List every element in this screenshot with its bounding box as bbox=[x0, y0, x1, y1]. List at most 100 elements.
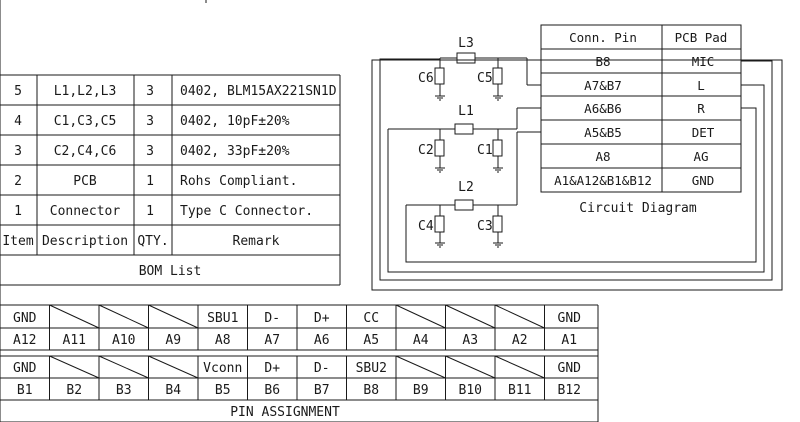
capacitor-c3 bbox=[492, 215, 503, 233]
bom-header-remark: Remark bbox=[233, 234, 280, 249]
pin-signal-label: CC bbox=[363, 311, 379, 326]
pin-number-label: A8 bbox=[215, 333, 231, 348]
return-traces bbox=[379, 58, 773, 281]
pin-number-label: A10 bbox=[112, 333, 135, 348]
pin-signal-label: D- bbox=[314, 361, 330, 376]
inductor-l2 bbox=[454, 199, 474, 211]
pin-number-label: B4 bbox=[165, 383, 181, 398]
bom-item: 4 bbox=[14, 114, 22, 129]
circuit-diagram: Conn. Pin PCB Pad B8 MIC A7&B7 L A6&B6 R… bbox=[371, 24, 783, 291]
pin-unused-slash bbox=[49, 355, 100, 379]
pin-signal-label: GND bbox=[13, 311, 37, 326]
bom-description: C2,C4,C6 bbox=[54, 144, 117, 159]
pin-signal-label: D- bbox=[264, 311, 280, 326]
conn-pad: AG bbox=[693, 149, 708, 164]
label-l2: L2 bbox=[458, 180, 474, 195]
l3-branch: L3 C6 C5 bbox=[418, 36, 541, 101]
label-l3: L3 bbox=[458, 36, 474, 51]
conn-header-pad: PCB Pad bbox=[675, 30, 728, 45]
bom-qty: 3 bbox=[146, 144, 154, 159]
bom-remark: 0402, 10pF±20% bbox=[180, 114, 290, 129]
label-c3: C3 bbox=[477, 219, 493, 234]
bom-qty: 1 bbox=[146, 174, 154, 189]
pin-number-label: B11 bbox=[508, 383, 531, 398]
pin-number-label: A12 bbox=[13, 333, 36, 348]
capacitor-c5 bbox=[492, 67, 503, 85]
conn-pin: A8 bbox=[595, 149, 610, 164]
pin-signal-label: GND bbox=[558, 361, 582, 376]
pin-unused-slash bbox=[98, 304, 149, 329]
bom-qty: 3 bbox=[146, 114, 154, 129]
pin-number-label: B3 bbox=[116, 383, 132, 398]
pin-number-label: B8 bbox=[363, 383, 379, 398]
conn-pad: GND bbox=[692, 173, 715, 188]
pin-signal-label: GND bbox=[558, 311, 582, 326]
pin-number-label: A3 bbox=[462, 333, 478, 348]
pin-signal-label: D+ bbox=[314, 311, 330, 326]
conn-pad: DET bbox=[692, 125, 715, 140]
capacitor-c1 bbox=[492, 139, 503, 157]
bom-item: 2 bbox=[14, 174, 22, 189]
conn-pin: A6&B6 bbox=[584, 101, 622, 116]
pin-unused-slash bbox=[445, 304, 496, 329]
bom-item: 1 bbox=[14, 204, 22, 219]
pin-unused-slash bbox=[494, 355, 545, 379]
pin-number-label: B5 bbox=[215, 383, 231, 398]
label-c5: C5 bbox=[477, 71, 493, 86]
label-c2: C2 bbox=[418, 143, 434, 158]
l1-branch: L1 C2 C1 bbox=[388, 104, 541, 173]
pin-unused-slash bbox=[395, 355, 446, 379]
pin-number-label: A7 bbox=[264, 333, 280, 348]
pin-unused-slash bbox=[148, 355, 199, 379]
pin-number-label: B1 bbox=[17, 383, 33, 398]
bom-header-item: Item bbox=[2, 234, 33, 249]
conn-pad: MIC bbox=[692, 54, 715, 69]
pin-unused-slash bbox=[445, 355, 496, 379]
label-c4: C4 bbox=[418, 219, 434, 234]
bom-remark: Rohs Compliant. bbox=[180, 174, 297, 189]
inductor-l3 bbox=[456, 52, 476, 64]
connection-table: Conn. Pin PCB Pad B8 MIC A7&B7 L A6&B6 R… bbox=[540, 24, 742, 193]
pin-signal-label: Vconn bbox=[203, 361, 242, 376]
pin-signal-label: GND bbox=[13, 361, 37, 376]
pin-signal-label: SBU1 bbox=[207, 311, 238, 326]
pin-number-label: A11 bbox=[63, 333, 86, 348]
conn-pad: L bbox=[697, 78, 705, 93]
bom-qty: 1 bbox=[146, 204, 154, 219]
conn-pin: A5&B5 bbox=[584, 125, 622, 140]
pin-unused-slash bbox=[49, 304, 100, 329]
pin-number-label: A2 bbox=[512, 333, 528, 348]
inductor-l1 bbox=[454, 123, 474, 135]
bom-item: 3 bbox=[14, 144, 22, 159]
label-c6: C6 bbox=[418, 71, 434, 86]
label-l1: L1 bbox=[458, 104, 474, 119]
pin-number-label: B10 bbox=[459, 383, 482, 398]
pin-number-label: A5 bbox=[363, 333, 379, 348]
circuit-caption: Circuit Diagram bbox=[579, 201, 697, 216]
capacitor-c4 bbox=[434, 215, 445, 233]
pin-unused-slash bbox=[148, 304, 199, 329]
bom-title: BOM List bbox=[139, 264, 202, 279]
conn-pin: B8 bbox=[595, 54, 610, 69]
pin-number-label: A1 bbox=[561, 333, 577, 348]
bom-description: L1,L2,L3 bbox=[54, 84, 117, 99]
bom-item: 5 bbox=[14, 84, 22, 99]
conn-pin: A7&B7 bbox=[584, 78, 622, 93]
pin-unused-slash bbox=[395, 304, 446, 329]
pin-number-label: B2 bbox=[66, 383, 82, 398]
pin-number-label: A9 bbox=[165, 333, 181, 348]
bom-remark: 0402, 33pF±20% bbox=[180, 144, 290, 159]
pin-number-label: B12 bbox=[558, 383, 581, 398]
pin-number-label: B6 bbox=[264, 383, 280, 398]
bom-description: C1,C3,C5 bbox=[54, 114, 117, 129]
conn-header-pin: Conn. Pin bbox=[569, 30, 637, 45]
pin-unused-slash bbox=[494, 304, 545, 329]
pin-assignment-title: PIN ASSIGNMENT bbox=[230, 405, 340, 420]
bom-table: 5 L1,L2,L3 3 0402, BLM15AX221SN1D 4 C1,C… bbox=[0, 74, 341, 286]
pin-number-label: B9 bbox=[413, 383, 429, 398]
bom-header-qty: QTY. bbox=[137, 234, 168, 249]
pin-number-label: B7 bbox=[314, 383, 330, 398]
